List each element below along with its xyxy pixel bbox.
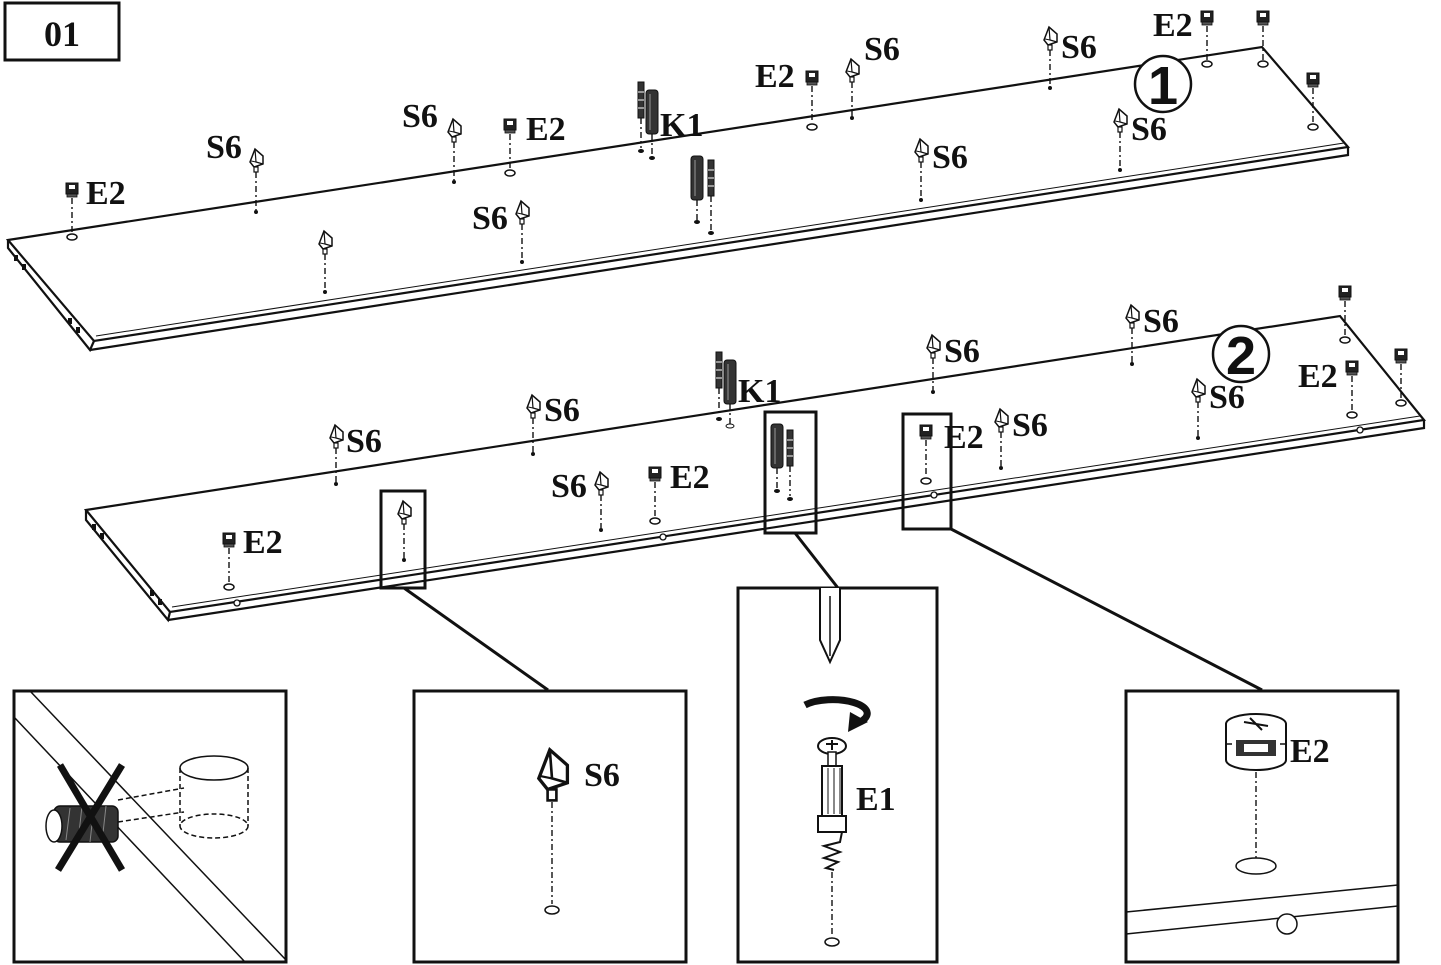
label-e2: E2: [1298, 358, 1338, 395]
panel-2-number: 2: [1226, 326, 1256, 386]
panel-1-cam-locks: [65, 10, 1320, 241]
label-e2: E2: [526, 111, 566, 148]
label-e2: E2: [755, 58, 795, 95]
leader-line-e2: [950, 527, 1263, 692]
label-s6: S6: [944, 333, 980, 370]
callout-frame-e2: [901, 412, 953, 531]
panel-2-shelf-pins: [329, 304, 1206, 562]
label-s6: S6: [472, 200, 508, 237]
panel-1-number: 1: [1148, 56, 1178, 116]
label-s6: S6: [206, 129, 242, 166]
detail-wrong-method: [12, 689, 288, 964]
label-s6: S6: [544, 392, 580, 429]
label-e2: E2: [243, 524, 283, 561]
label-s6: S6: [402, 98, 438, 135]
label-k1: K1: [738, 373, 781, 410]
label-s6: S6: [1061, 29, 1097, 66]
leader-line-e1: [793, 532, 840, 589]
callout-frame-s6: [379, 489, 427, 590]
detail-e1-label: E1: [856, 781, 896, 818]
panel-2-badge: [1211, 324, 1271, 384]
detail-s6-label: S6: [584, 757, 620, 794]
label-s6: S6: [1209, 379, 1245, 416]
label-s6: S6: [346, 423, 382, 460]
label-s6: S6: [1012, 407, 1048, 444]
label-e2: E2: [670, 459, 710, 496]
label-s6: S6: [864, 31, 900, 68]
panel-1-shelf-pins: [249, 26, 1128, 294]
label-s6: S6: [1143, 303, 1179, 340]
detail-s6: [412, 689, 688, 964]
panel-2-dowels: [715, 351, 794, 501]
panel-1-badge: [1133, 54, 1193, 114]
detail-e2-label: E2: [1290, 733, 1330, 770]
step-number: 01: [44, 14, 80, 54]
step-number-box: [3, 1, 121, 62]
panel-1-dowels: [637, 81, 715, 235]
rotate-arrow-icon: [803, 696, 871, 732]
detail-e1: [736, 586, 939, 964]
callout-frame-e1: [763, 410, 818, 535]
label-s6: S6: [932, 139, 968, 176]
panel-2-cam-locks: [222, 285, 1408, 591]
panel-1: [5, 45, 1351, 353]
leader-line-s6: [403, 586, 549, 692]
screwdriver-icon: [819, 588, 841, 665]
label-e2: E2: [1153, 7, 1193, 44]
label-s6: S6: [551, 468, 587, 505]
detail-e2: [1124, 689, 1400, 964]
label-e2: E2: [86, 175, 126, 212]
label-s6: S6: [1131, 111, 1167, 148]
label-k1: K1: [660, 107, 703, 144]
